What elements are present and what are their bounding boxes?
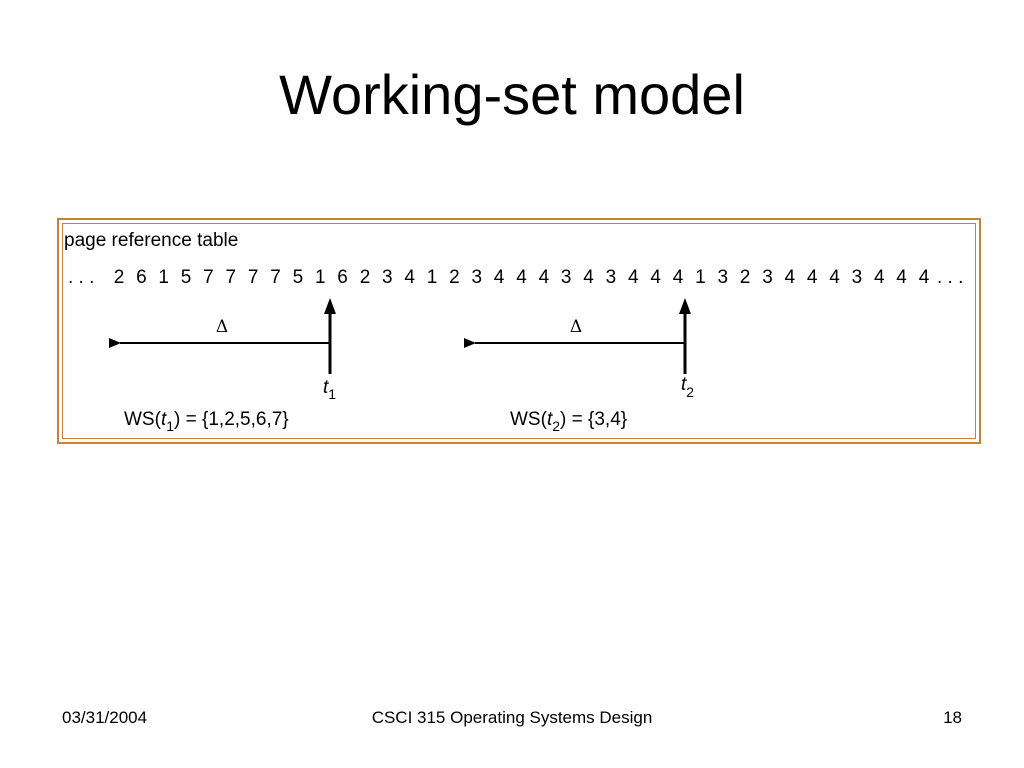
sequence-item: 1 bbox=[427, 267, 438, 288]
ws-suffix-2: ) = {3,4} bbox=[560, 409, 627, 430]
sequence-item: 2 bbox=[360, 267, 371, 288]
sequence-item: 4 bbox=[673, 267, 684, 288]
figure-frame bbox=[57, 218, 981, 444]
sequence-item: 2 bbox=[114, 267, 125, 288]
time-label-2: t2 bbox=[681, 374, 694, 400]
ws-label-2: WS(t2) = {3,4} bbox=[510, 409, 627, 434]
ws-suffix-1: ) = {1,2,5,6,7} bbox=[174, 409, 289, 430]
sequence-item: 3 bbox=[762, 267, 773, 288]
sequence-item: 7 bbox=[248, 267, 259, 288]
sequence-item: 5 bbox=[293, 267, 304, 288]
sequence-item: 4 bbox=[516, 267, 527, 288]
sequence-item: 4 bbox=[785, 267, 796, 288]
footer-course-title: CSCI 315 Operating Systems Design bbox=[371, 708, 653, 727]
time-var-2: t bbox=[681, 374, 687, 395]
sequence-item: 2 bbox=[449, 267, 460, 288]
ws-prefix-2: WS( bbox=[510, 409, 548, 430]
sequence-item: 1 bbox=[695, 267, 706, 288]
sequence-item: 4 bbox=[829, 267, 840, 288]
sequence-item: 3 bbox=[382, 267, 393, 288]
ws-var-1: t bbox=[161, 409, 167, 430]
time-sub-2: 2 bbox=[686, 384, 694, 400]
footer-date: 03/31/2004 bbox=[62, 708, 148, 727]
sequence-item: 6 bbox=[337, 267, 348, 288]
figure-frame-inner-border bbox=[62, 223, 976, 439]
sequence-item: 7 bbox=[270, 267, 281, 288]
sequence-item: 3 bbox=[718, 267, 729, 288]
delta-symbol-2: Δ bbox=[570, 317, 582, 337]
ws-sub-1: 1 bbox=[166, 418, 174, 434]
slide-title: Working-set model bbox=[279, 63, 745, 126]
sequence-item: 4 bbox=[919, 267, 930, 288]
sequence-item: 4 bbox=[807, 267, 818, 288]
sequence-item: 4 bbox=[628, 267, 639, 288]
sequence-item: 3 bbox=[472, 267, 483, 288]
time-marker-head-1 bbox=[324, 298, 336, 314]
sequence-item: 4 bbox=[896, 267, 907, 288]
sequence-item: 7 bbox=[226, 267, 237, 288]
footer-page-number: 18 bbox=[943, 708, 962, 727]
sequence-item: 4 bbox=[494, 267, 505, 288]
sequence-item: 7 bbox=[203, 267, 214, 288]
time-var-1: t bbox=[323, 377, 329, 398]
delta-symbol-1: Δ bbox=[216, 317, 228, 337]
sequence-item: 4 bbox=[539, 267, 550, 288]
ws-var-2: t bbox=[547, 409, 553, 430]
sequence-item: 2 bbox=[740, 267, 751, 288]
window-t1: Δ t1 WS(t1) = {1,2,5,6,7} bbox=[109, 298, 336, 434]
figure-label: page reference table bbox=[64, 230, 238, 251]
sequence-item: 5 bbox=[181, 267, 192, 288]
sequence-item: 4 bbox=[583, 267, 594, 288]
ws-label-1: WS(t1) = {1,2,5,6,7} bbox=[124, 409, 289, 434]
sequence-item: 3 bbox=[561, 267, 572, 288]
sequence-trailing-ellipsis: . . . bbox=[937, 267, 963, 288]
ws-sub-2: 2 bbox=[552, 418, 560, 434]
sequence-item: 3 bbox=[852, 267, 863, 288]
time-marker-head-2 bbox=[679, 298, 691, 314]
time-sub-1: 1 bbox=[328, 386, 336, 402]
sequence-item: 4 bbox=[404, 267, 415, 288]
sequence-leading-ellipsis: . . . bbox=[68, 267, 94, 288]
time-label-1: t1 bbox=[323, 377, 336, 402]
sequence-item: 6 bbox=[136, 267, 147, 288]
sequence-item: 3 bbox=[606, 267, 617, 288]
window-t2: Δ t2 WS(t2) = {3,4} bbox=[464, 298, 694, 434]
ws-prefix-1: WS( bbox=[124, 409, 162, 430]
sequence-item: 1 bbox=[158, 267, 169, 288]
sequence-item: 4 bbox=[650, 267, 661, 288]
sequence-item: 1 bbox=[315, 267, 326, 288]
sequence-item: 4 bbox=[874, 267, 885, 288]
